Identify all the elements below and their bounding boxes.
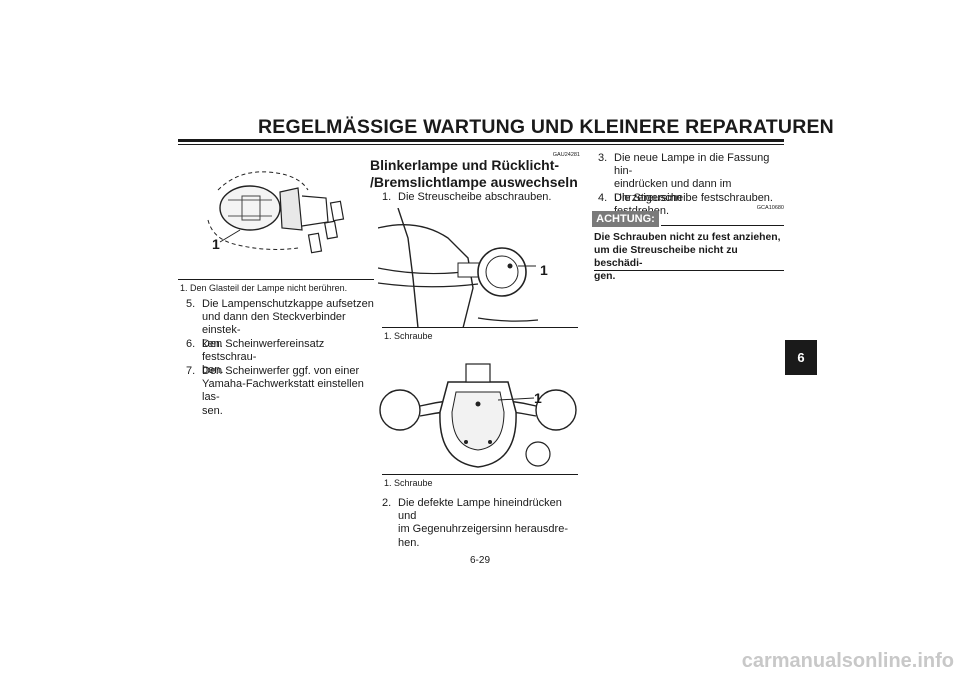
step-line: Die Lampenschutzkappe aufsetzen: [202, 298, 374, 310]
page-title: REGELMÄSSIGE WARTUNG UND KLEINERE REPARA…: [258, 116, 834, 138]
heading-line: Blinkerlampe und Rücklicht-: [370, 157, 560, 173]
step-number: 3.: [598, 152, 608, 164]
title-rule: [178, 139, 784, 142]
step-line: und dann den Steckverbinder einstek-: [202, 311, 346, 337]
step-number: 4.: [598, 192, 608, 204]
step-number: 1.: [382, 191, 392, 203]
warning-line: Die Schrauben nicht zu fest anziehen,: [594, 232, 781, 243]
step-5: 5. Die Lampenschutzkappe aufsetzen und d…: [186, 298, 376, 350]
tail-light-illustration: [379, 363, 577, 468]
step-number: 5.: [186, 298, 196, 310]
step-line: hen.: [398, 536, 420, 549]
achtung-rule: [661, 225, 784, 226]
caption-rule: [382, 327, 578, 328]
step-line: Yamaha-Fachwerkstatt einstellen las-: [202, 378, 364, 404]
reference-code: GCA10680: [756, 205, 784, 211]
step-line: Die defekte Lampe hineindrücken und: [398, 497, 562, 523]
warning-line: um die Streuscheibe nicht zu beschädi-: [594, 245, 738, 269]
title-rule-thin: [178, 144, 784, 145]
step-line: ben.: [202, 364, 224, 377]
step-number: 2.: [382, 497, 392, 509]
step-4: 4. Die Streuscheibe festschrauben.: [598, 192, 788, 206]
step-6: 6. Den Scheinwerfereinsatz festschrau- b…: [186, 338, 376, 376]
step-line: Den Scheinwerfer ggf. von einer: [202, 365, 360, 377]
reference-code: GAU24281: [552, 152, 580, 158]
chapter-tab[interactable]: 6: [785, 340, 817, 375]
section-heading: Blinkerlampe und Rücklicht- /Bremslichtl…: [370, 157, 582, 191]
step-7: 7. Den Scheinwerfer ggf. von einer Yamah…: [186, 365, 376, 417]
heading-line: /Bremslichtlampe auswechseln: [370, 174, 578, 190]
step-3: 3. Die neue Lampe in die Fassung hin- ei…: [598, 152, 788, 217]
step-line: Den Scheinwerfereinsatz festschrau-: [202, 338, 325, 364]
figure-caption: 1. Den Glasteil der Lampe nicht berühren…: [180, 283, 348, 293]
step-line: sen.: [202, 404, 223, 417]
figure-callout-1: 1: [534, 390, 542, 406]
step-2: 2. Die defekte Lampe hineindrücken und i…: [382, 497, 582, 549]
warning-text: Die Schrauben nicht zu fest anziehen, um…: [594, 231, 789, 283]
step-line: eindrücken und dann im Uhrzeigersinn: [614, 178, 732, 204]
step-line: Die Streuscheibe festschrauben.: [614, 192, 773, 204]
warning-rule: [594, 270, 784, 271]
warning-line: gen.: [594, 271, 616, 282]
figure-callout-1: 1: [540, 262, 548, 278]
figure-caption: 1. Schraube: [384, 478, 433, 488]
step-1: 1. Die Streuscheibe abschrauben.: [382, 191, 582, 205]
step-line: im Gegenuhrzeigersinn herausdre-: [398, 523, 568, 536]
achtung-label: ACHTUNG:: [592, 211, 659, 227]
caption-rule: [382, 474, 578, 475]
page-number: 6-29: [469, 555, 490, 566]
step-number: 6.: [186, 338, 196, 350]
headlight-bulb-illustration: [207, 171, 345, 254]
step-number: 7.: [186, 365, 196, 377]
turn-signal-illustration: [378, 208, 539, 328]
step-line: ken.: [202, 337, 223, 350]
step-text: Die Streuscheibe abschrauben.: [398, 191, 552, 203]
step-line: Die neue Lampe in die Fassung hin-: [614, 152, 770, 178]
caption-rule: [178, 279, 374, 280]
figure-caption: 1. Schraube: [384, 331, 433, 341]
figure-callout-1: 1: [212, 236, 220, 252]
watermark[interactable]: carmanualsonline.info: [741, 650, 954, 672]
